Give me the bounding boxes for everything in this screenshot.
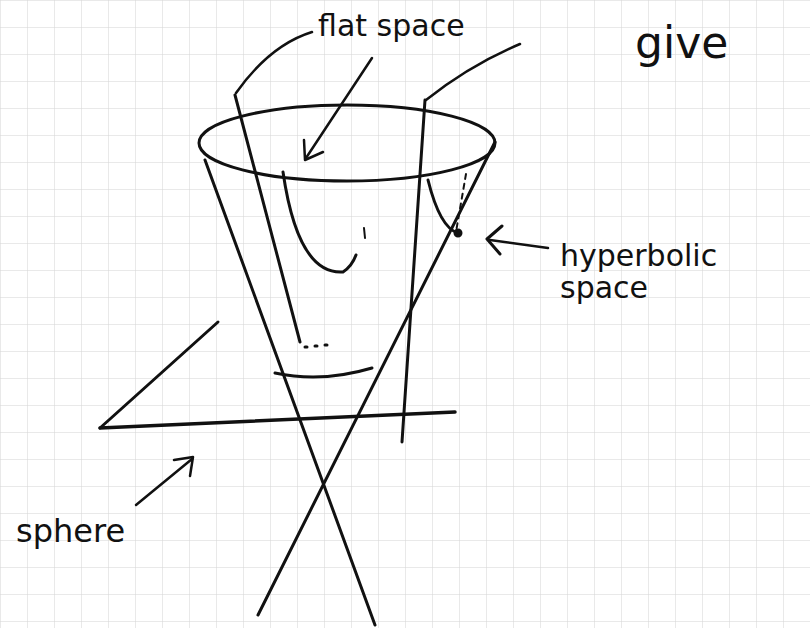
hyperbola-dashed xyxy=(456,174,466,232)
parabola-curve xyxy=(283,172,356,272)
leader-line xyxy=(236,32,312,93)
label-text: hyperbolic space xyxy=(560,240,760,303)
tick-mark xyxy=(364,228,365,238)
label-text: sphere xyxy=(16,515,125,549)
arrow-line xyxy=(490,240,548,248)
cone-section xyxy=(275,368,372,377)
point xyxy=(455,230,461,236)
arrow-line xyxy=(306,58,372,158)
arrow-head xyxy=(304,140,323,160)
arrow-head xyxy=(487,226,502,254)
hyperbola-curve xyxy=(428,180,458,233)
dots xyxy=(305,345,327,347)
cone-edge xyxy=(258,142,495,615)
plane-edge xyxy=(402,100,425,442)
label-text: flat space xyxy=(318,10,465,42)
arrow-line xyxy=(136,459,192,505)
plane-edge xyxy=(100,322,218,428)
arrow-head xyxy=(174,457,193,476)
leader-line xyxy=(426,44,520,100)
plane-edge xyxy=(100,412,455,428)
note-text: give xyxy=(635,20,728,66)
plane-edge xyxy=(235,95,300,342)
cone-rim xyxy=(199,105,495,181)
cone-edge xyxy=(205,160,375,625)
